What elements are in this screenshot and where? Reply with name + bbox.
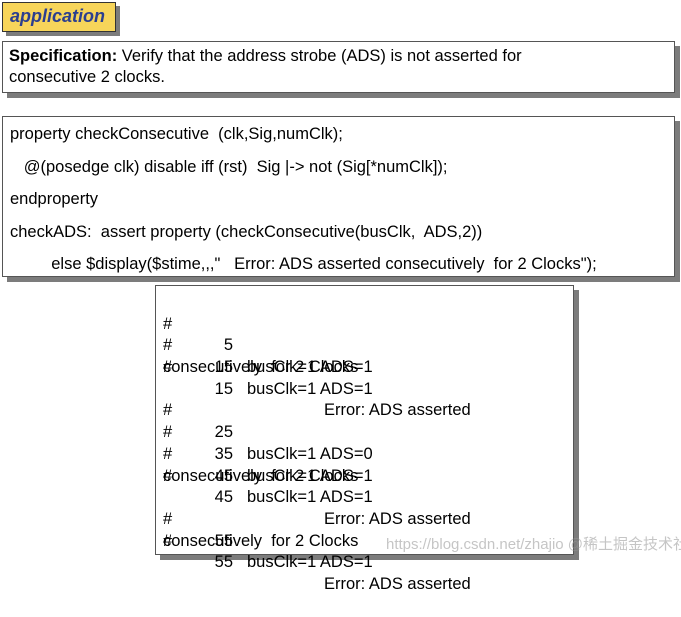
output-row: # 45 Error: ADS asserted bbox=[163, 444, 573, 528]
output-hash: # bbox=[163, 444, 173, 463]
output-row: # 55 Error: ADS asserted bbox=[163, 509, 573, 593]
output-row: # 15 Error: ADS asserted bbox=[163, 335, 573, 419]
output-row: # 15 busClk=1 ADS=1 bbox=[163, 314, 573, 397]
output-hash: # bbox=[163, 336, 173, 355]
output-continuation: consecutively for 2 Clocks bbox=[163, 358, 359, 377]
code-line: @(posedge clk) disable iff (rst) Sig |->… bbox=[10, 157, 448, 176]
application-tag: application bbox=[2, 2, 116, 32]
output-message: busClk=1 ADS=0 bbox=[247, 444, 373, 463]
output-error: Error: ADS asserted bbox=[324, 574, 471, 593]
output-row: # 55 busClk=1 ADS=1 bbox=[163, 487, 573, 571]
output-time: 15 bbox=[214, 379, 233, 398]
output-hash: # bbox=[163, 423, 173, 442]
output-hash: # bbox=[163, 466, 173, 485]
output-time: 15 bbox=[214, 358, 233, 377]
output-row: # 35 busClk=1 ADS=1 bbox=[163, 400, 573, 484]
code-line: else $display($stime,,," Error: ADS asse… bbox=[10, 255, 597, 273]
output-hash: # bbox=[163, 401, 173, 420]
output-message: busClk=1 ADS=1 bbox=[247, 488, 373, 507]
output-hash: # bbox=[163, 509, 173, 528]
output-continuation: consecutively for 2 Clocks bbox=[163, 531, 359, 550]
output-time: 45 bbox=[214, 466, 233, 485]
output-row: # 25 busClk=1 ADS=0 bbox=[163, 379, 573, 462]
output-row: # 5 busClk=1 ADS=1 bbox=[163, 292, 573, 376]
output-time: 45 bbox=[214, 488, 233, 507]
output-time: 25 bbox=[214, 423, 233, 442]
output-error: Error: ADS asserted bbox=[324, 509, 471, 528]
output-hash: # bbox=[163, 531, 173, 550]
output-time: 5 bbox=[223, 336, 233, 355]
specification-label: Specification: bbox=[9, 47, 118, 65]
specification-text-line2: consecutive 2 clocks. bbox=[9, 68, 165, 86]
output-message: busClk=1 ADS=1 bbox=[247, 466, 373, 485]
output-time: 55 bbox=[214, 553, 233, 572]
code-line: property checkConsecutive (clk,Sig,numCl… bbox=[10, 125, 343, 143]
code-box: property checkConsecutive (clk,Sig,numCl… bbox=[2, 116, 675, 277]
code-line: checkADS: assert property (checkConsecut… bbox=[10, 222, 483, 241]
output-time: 55 bbox=[214, 531, 233, 550]
output-message: busClk=1 ADS=1 bbox=[247, 358, 373, 377]
output-continuation: consecutively for 2 Clocks bbox=[163, 466, 359, 485]
output-hash: # bbox=[163, 358, 173, 377]
specification-box: Specification: Verify that the address s… bbox=[2, 41, 675, 93]
code-line: endproperty bbox=[10, 190, 99, 208]
output-hash: # bbox=[163, 314, 173, 333]
watermark: https://blog.csdn.net/zhajio @稀土掘金技术社区 bbox=[386, 536, 681, 553]
output-message: busClk=1 ADS=1 bbox=[247, 553, 373, 572]
output-row: # 45 busClk=1 ADS=1 bbox=[163, 422, 573, 506]
simulation-output-box: # 5 busClk=1 ADS=1 # 15 busClk=1 ADS=1 #… bbox=[155, 285, 574, 593]
output-error: Error: ADS asserted bbox=[324, 401, 471, 420]
output-message: busClk=1 ADS=1 bbox=[247, 379, 373, 398]
output-time: 35 bbox=[214, 444, 233, 463]
specification-text-line1: Verify that the address strobe (ADS) is … bbox=[117, 47, 522, 65]
